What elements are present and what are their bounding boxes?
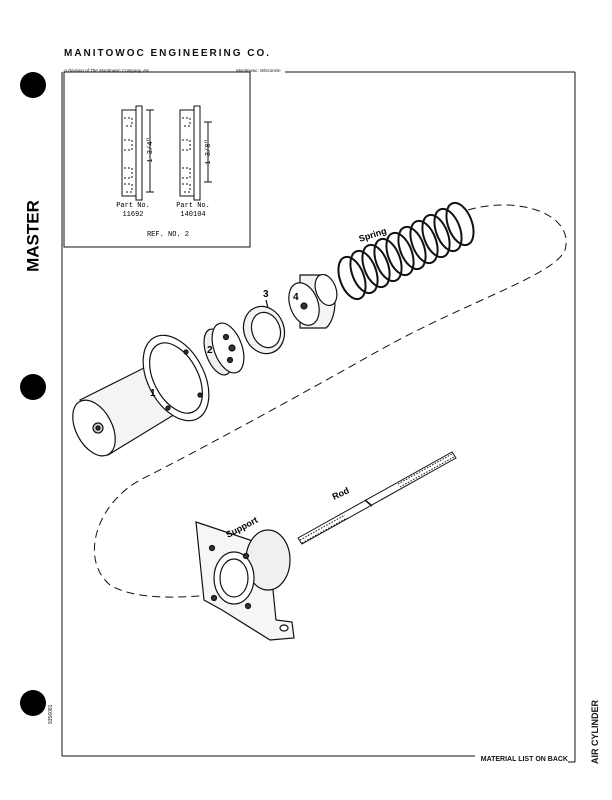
binder-hole-middle xyxy=(20,374,46,400)
support-bracket xyxy=(195,521,295,641)
master-stamp: MASTER xyxy=(23,200,42,272)
callout-4: 4 xyxy=(293,292,299,303)
ref-inset-box: 1 3/4" 1 3/8" Part No. 11692 Part No. 14… xyxy=(63,71,251,248)
spring xyxy=(337,201,475,301)
page-frame xyxy=(61,71,576,763)
division-text: A Division of The Manitowoc Company, Inc… xyxy=(64,68,151,73)
part-a-label: Part No. xyxy=(116,202,150,210)
spring-label: Spring xyxy=(358,226,388,244)
piston-disc-part-2 xyxy=(203,322,245,376)
bushing-11692-drawing xyxy=(121,105,154,201)
assembly-dashed-line xyxy=(94,204,567,598)
drawing-title: AIR CYLINDER xyxy=(590,700,600,765)
ref-number: REF. NO. 2 xyxy=(147,231,189,239)
bushing-140104-drawing xyxy=(179,105,212,201)
dimension-part-b: 1 3/8" xyxy=(205,139,213,164)
master-stamp-text: MASTER xyxy=(23,200,42,272)
threaded-rod xyxy=(297,451,457,545)
seal-ring-part-3 xyxy=(242,299,286,355)
dimension-part-a: 1 3/4" xyxy=(147,137,155,162)
callout-3: 3 xyxy=(263,289,269,300)
cylinder-part-1 xyxy=(72,334,210,457)
binder-hole-bottom xyxy=(20,690,46,716)
part-a-number: 11692 xyxy=(122,211,143,219)
location-text: Manitowoc, Wisconsin xyxy=(236,68,281,73)
document-number: 9356081 xyxy=(48,704,54,724)
company-name: MANITOWOC ENGINEERING CO. xyxy=(64,48,272,59)
piston-cup-part-4 xyxy=(288,273,338,329)
part-b-number: 140104 xyxy=(180,211,205,219)
part-b-label: Part No. xyxy=(176,202,210,210)
callout-2: 2 xyxy=(207,345,213,356)
binder-hole-top xyxy=(20,72,46,98)
material-list-note: MATERIAL LIST ON BACK xyxy=(480,756,568,763)
rod-label: Rod xyxy=(331,485,351,501)
callout-1: 1 xyxy=(150,388,156,399)
